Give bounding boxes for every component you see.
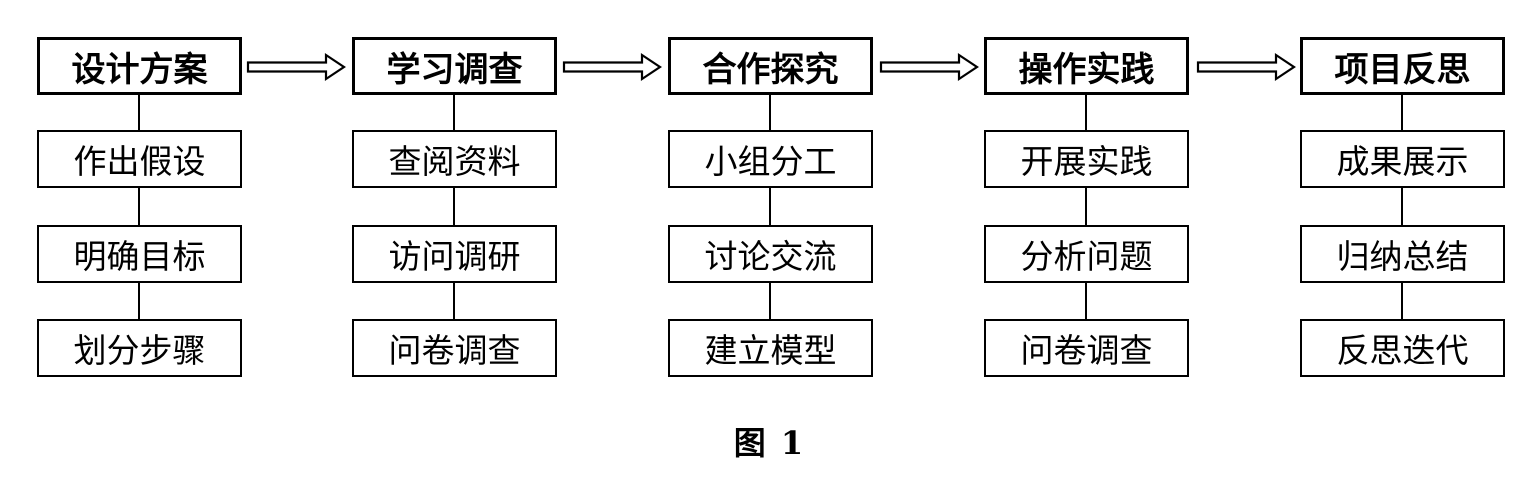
connector-line — [453, 188, 455, 225]
flow-arrow-icon — [879, 52, 979, 82]
stage-title-box: 学习调查 — [352, 37, 557, 95]
flow-arrow-icon — [1196, 52, 1296, 82]
flow-arrow-icon — [246, 52, 346, 82]
connector-line — [769, 95, 771, 130]
step-box: 归纳总结 — [1300, 225, 1505, 283]
step-box: 访问调研 — [352, 225, 557, 283]
step-box: 查阅资料 — [352, 130, 557, 188]
connector-line — [1401, 95, 1403, 130]
step-box: 问卷调查 — [352, 319, 557, 377]
connector-line — [769, 283, 771, 319]
step-box: 明确目标 — [37, 225, 242, 283]
connector-line — [1085, 95, 1087, 130]
connector-line — [1401, 283, 1403, 319]
stage-title-box: 项目反思 — [1300, 37, 1505, 95]
step-box: 讨论交流 — [668, 225, 873, 283]
step-box: 开展实践 — [984, 130, 1189, 188]
flow-arrow-icon — [562, 52, 662, 82]
stage-title-box: 合作探究 — [668, 37, 873, 95]
connector-line — [453, 95, 455, 130]
connector-line — [138, 283, 140, 319]
step-box: 反思迭代 — [1300, 319, 1505, 377]
connector-line — [138, 188, 140, 225]
step-box: 作出假设 — [37, 130, 242, 188]
connector-line — [1401, 188, 1403, 225]
step-box: 划分步骤 — [37, 319, 242, 377]
connector-line — [1085, 188, 1087, 225]
step-box: 小组分工 — [668, 130, 873, 188]
connector-line — [1085, 283, 1087, 319]
step-box: 问卷调查 — [984, 319, 1189, 377]
step-box: 建立模型 — [668, 319, 873, 377]
stage-title-box: 设计方案 — [37, 37, 242, 95]
stage-title-box: 操作实践 — [984, 37, 1189, 95]
step-box: 成果展示 — [1300, 130, 1505, 188]
step-box: 分析问题 — [984, 225, 1189, 283]
figure-caption: 图 1 — [733, 424, 806, 462]
connector-line — [138, 95, 140, 130]
connector-line — [453, 283, 455, 319]
connector-line — [769, 188, 771, 225]
